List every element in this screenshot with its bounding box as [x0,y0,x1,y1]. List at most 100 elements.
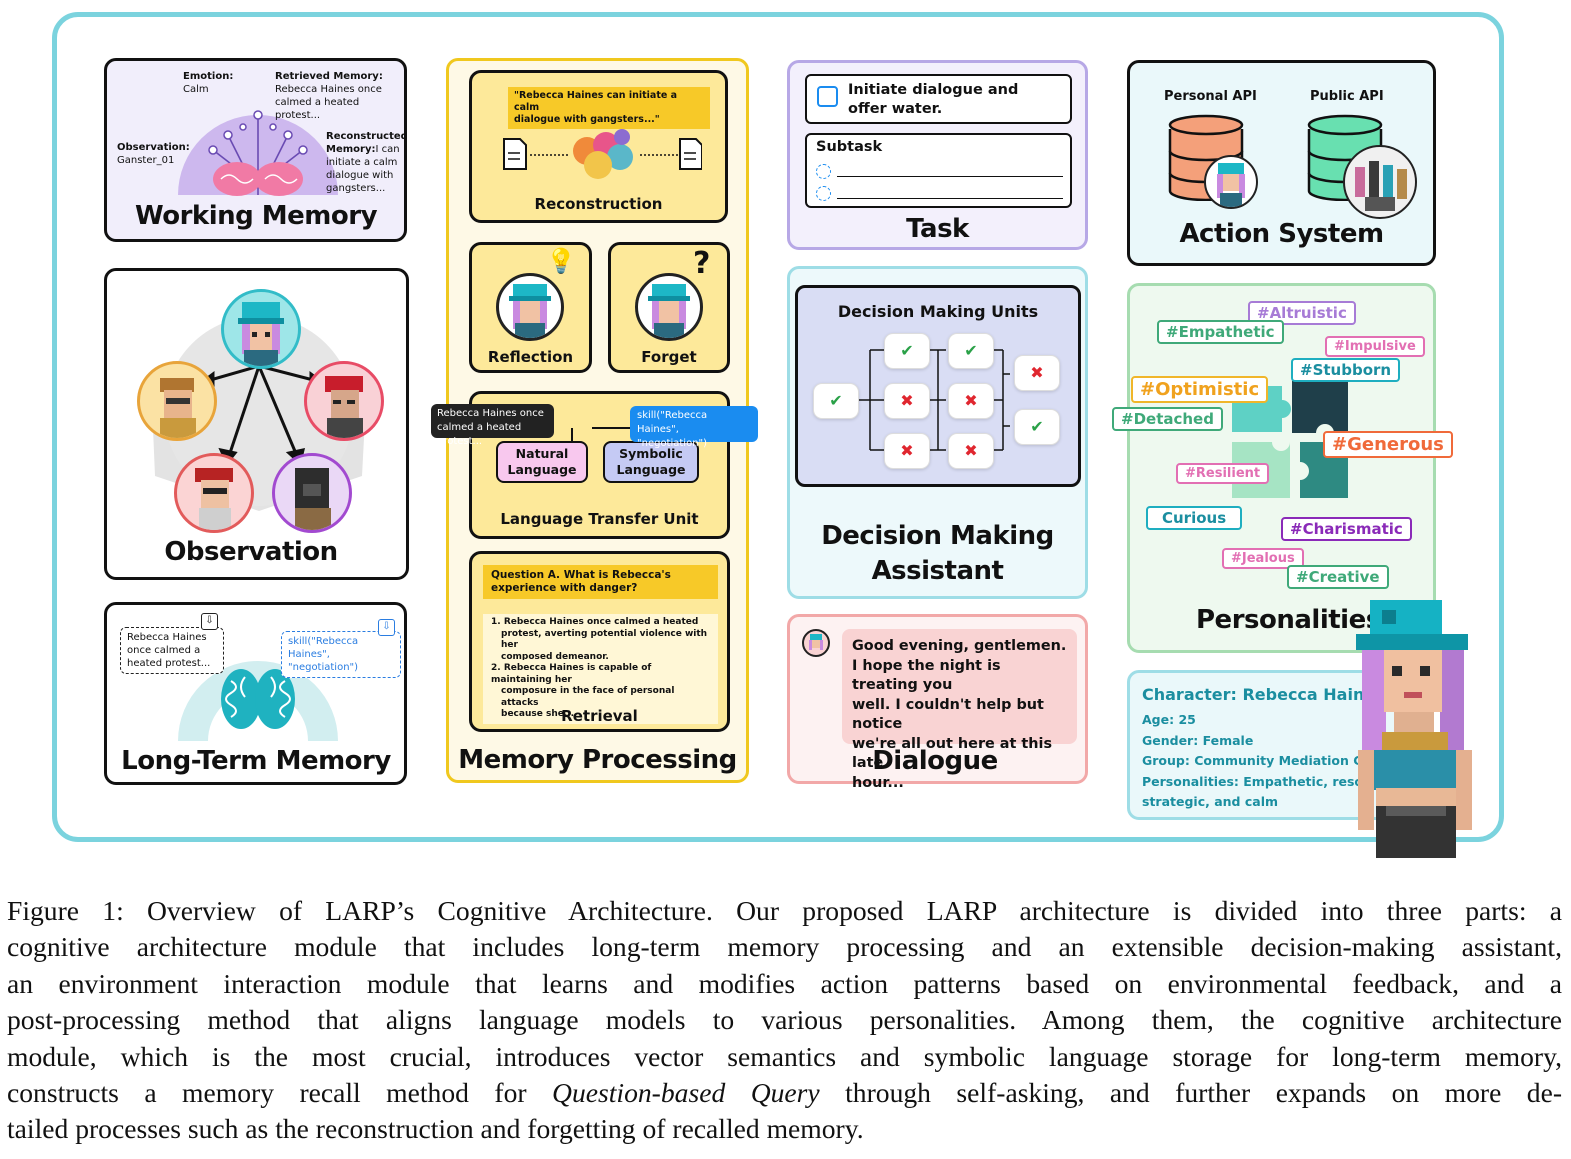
gangster-avatar [272,453,352,533]
gangster-avatar [137,361,217,441]
subtask-line [837,198,1063,199]
personalities-title: Personalities [1196,605,1381,635]
observation-title: Observation [164,537,338,567]
cross-icon: ✖ [1014,355,1060,391]
answer-line: composure in the face of personal attack… [501,686,675,708]
natural-language-box: Natural Language [496,441,588,483]
forget-box: ? Forget [608,242,730,373]
action-system-title: Action System [1179,219,1384,249]
cross-icon: ✖ [948,433,994,469]
task-checkbox[interactable] [817,86,838,107]
natural-language-bubble: Rebecca Haines once calmed a heated prot… [431,404,554,447]
personal-api-label: Personal API [1164,89,1257,104]
figure-frame [52,12,1504,842]
long-term-memory-panel: Rebecca Haines once calmed a heated prot… [104,602,407,785]
crowd-avatar [1343,145,1417,219]
caption-line: an environment interaction module that l… [7,967,1562,999]
symbolic-language-line: Language [616,462,686,477]
document-icon [503,138,527,170]
observation-value: Ganster_01 [117,155,175,166]
personality-tag: Curious [1146,506,1243,530]
subtask-checkbox[interactable] [816,164,831,179]
cross-icon: ✖ [948,383,994,419]
decision-units-box: Decision Making Units ✔ ✔ ✖ ✖ ✔ ✖ ✖ ✖ ✔ [795,285,1081,487]
reflection-box: 💡 Reflection [469,242,592,373]
personality-tag: #Creative [1287,565,1389,589]
gangster-avatar [174,453,254,533]
personality-tag: #Jealous [1222,548,1304,569]
reconstructed-memory-line: gangsters... [326,183,386,194]
skill-note-card: skill("Rebecca Haines", "negotiation") [281,631,401,678]
emotion-label: Emotion: [183,71,234,82]
reconstructed-memory-line: I can [375,144,400,155]
public-api-label: Public API [1310,89,1384,104]
personality-tag: #Empathetic [1157,320,1284,344]
dialogue-line: I hope the night is treating you [852,657,1001,694]
answer-line: 1. Rebecca Haines once calmed a heated [491,617,699,627]
rebecca-avatar [496,273,564,341]
character-label: Character: [1142,685,1237,704]
character-gender: Gender: Female [1142,732,1254,748]
memory-note-line: once calmed a [127,645,201,656]
observation-label: Observation: [117,142,190,153]
answer-line: protest, averting potential violence wit… [501,628,708,651]
save-icon: ⇩ [201,613,218,630]
character-age: Age: 25 [1142,712,1196,727]
quote-line: dialogue with gangsters..." [514,114,660,125]
working-memory-title: Working Memory [134,201,378,231]
memory-processing-title: Memory Processing [458,745,737,775]
action-system-panel: Personal API Public API Action System [1127,60,1436,266]
subtask-checkbox[interactable] [816,186,831,201]
bubble-line: Rebecca Haines once [437,408,544,419]
check-icon: ✔ [884,333,930,369]
symbolic-language-box: Symbolic Language [603,441,699,483]
task-line: Initiate dialogue and [848,82,1019,98]
question-line: Question A. What is Rebecca's [491,569,671,581]
character-personalities: Personalities: Empathetic, resolute, [1142,773,1396,789]
character-group: Group: Community Mediation Center [1142,753,1401,768]
long-term-memory-title: Long-Term Memory [121,746,391,776]
caption-text: through self-asking, and further expands… [819,1077,1563,1109]
answer-line: 2. Rebecca Haines is capable of maintain… [491,663,652,685]
brain-arch-icon [178,110,338,196]
cross-icon: ✖ [884,383,930,419]
decision-network-lines [856,349,1010,451]
character-heading: Character: Rebecca Haines [1142,685,1385,704]
caption-line: post-processing method that aligns langu… [7,1004,1562,1036]
retrieved-memory-label: Retrieved Memory: [275,71,383,82]
subtask-label: Subtask [816,139,883,155]
personality-tag: #Generous [1323,431,1453,458]
caption-text: constructs a memory recall method for [7,1077,553,1109]
observation-panel: Observation [104,268,409,580]
character-details: Age: 25 Gender: Female Group: Community … [1142,710,1400,813]
cross-icon: ✖ [884,433,930,469]
rebecca-avatar [221,289,301,369]
dialogue-panel: Good evening, gentlemen. I hope the nigh… [787,614,1088,791]
rebecca-avatar [1204,155,1258,209]
caption-line: Figure 1: Overview of LARP’s Cognitive A… [7,895,1562,926]
dialogue-title: Dialogue [872,746,998,776]
dialogue-bubble: Good evening, gentlemen. I hope the nigh… [842,629,1077,791]
skill-note-line: Haines", "negotiation") [288,649,359,673]
check-icon: ✔ [1014,409,1060,445]
brain-icon [178,661,338,741]
task-item-box: Initiate dialogue and offer water. [805,74,1072,124]
retrieval-answer: 2. Rebecca Haines is capable of maintain… [483,660,718,724]
symbolic-language-line: Symbolic [619,446,683,461]
memory-note-card: Rebecca Haines once calmed a heated prot… [120,627,224,674]
memory-processing-panel: "Rebecca Haines can initiate a calm dial… [431,58,758,783]
caption-line: constructs a memory recall method for Qu… [7,1075,1562,1111]
reconstructed-memory-line: initiate a calm [326,157,398,168]
retrieval-label: Retrieval [561,707,638,725]
reconstruction-quote: "Rebecca Haines can initiate a calm dial… [508,87,710,129]
bubble-line: skill("Rebecca [637,410,708,421]
forget-label: Forget [641,348,697,366]
retrieved-memory-line: calmed a heated protest... [275,97,360,121]
natural-language-line: Language [507,462,577,477]
personality-tag: #Stubborn [1291,358,1401,382]
retrieval-question: Question A. What is Rebecca's experience… [483,565,718,599]
decision-making-panel: Decision Making Units ✔ ✔ ✖ ✖ ✔ ✖ ✖ ✖ ✔ … [787,266,1088,599]
decision-making-title: Decision Making Assistant [790,519,1085,589]
gangster-avatar [304,361,384,441]
retrieval-box: Question A. What is Rebecca's experience… [469,551,730,732]
